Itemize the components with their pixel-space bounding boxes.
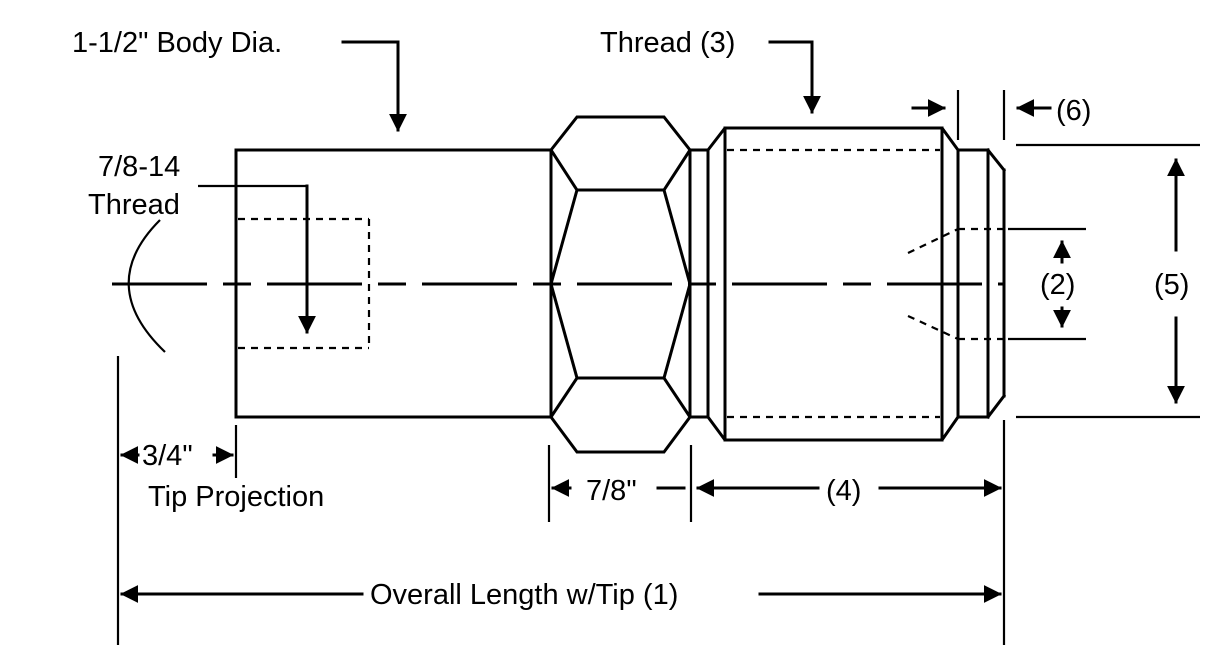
bore-hidden-lines	[907, 227, 1004, 341]
label-dim-6: (6)	[1056, 95, 1091, 127]
tip-arc	[127, 219, 166, 353]
leader-body-dia	[341, 40, 407, 132]
label-78-thread-2: Thread	[88, 189, 180, 221]
label-tip-projection: Tip Projection	[148, 481, 324, 513]
label-dim-2: (2)	[1040, 269, 1075, 301]
label-dim-4: (4)	[826, 475, 861, 507]
label-78-thread-1: 7/8-14	[98, 151, 180, 183]
leader-78-thread	[198, 184, 316, 334]
tip-end	[956, 147, 1007, 420]
body-cylinder	[234, 148, 553, 419]
label-dim-5: (5)	[1154, 269, 1189, 301]
label-hex-7-8: 7/8"	[586, 475, 637, 507]
label-overall-length: Overall Length w/Tip (1)	[370, 579, 678, 611]
dim-5	[1016, 143, 1200, 419]
label-tip-3-4: 3/4"	[142, 440, 193, 472]
hex-nut	[548, 115, 693, 454]
dim-6	[911, 90, 1052, 140]
label-body-dia: 1-1/2" Body Dia.	[72, 27, 282, 59]
internal-thread-hidden-lines	[238, 217, 371, 350]
leader-thread-3	[768, 40, 821, 114]
dim-2	[1008, 227, 1086, 341]
extension-lines	[116, 356, 1006, 645]
label-thread-3: Thread (3)	[600, 27, 735, 59]
